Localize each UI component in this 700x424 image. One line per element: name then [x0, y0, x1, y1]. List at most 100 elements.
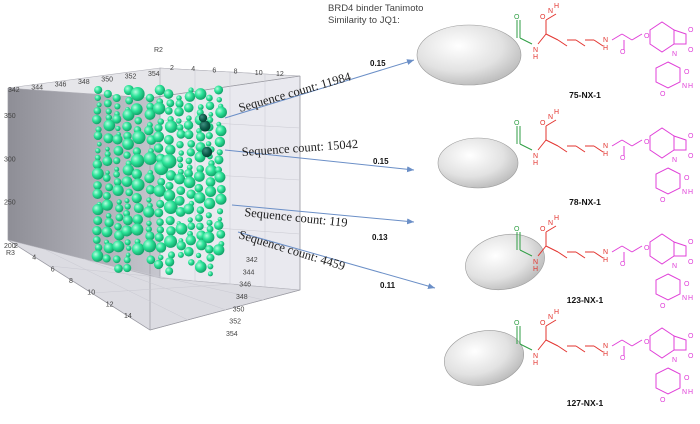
data-point — [215, 125, 227, 137]
data-point — [184, 102, 194, 113]
tick-label: 348 — [236, 294, 248, 301]
data-point — [196, 222, 204, 231]
atom-label: H — [603, 45, 608, 52]
data-point — [205, 177, 216, 187]
data-point — [175, 118, 182, 124]
data-point — [207, 116, 214, 123]
protein-ellipse — [465, 234, 545, 290]
data-point — [103, 133, 114, 144]
atom-label: N — [533, 259, 538, 266]
data-point — [145, 184, 156, 195]
data-point — [196, 165, 204, 173]
tick-label: 12 — [106, 301, 114, 308]
tick-label: 10 — [87, 290, 95, 297]
data-point — [163, 189, 176, 202]
data-point — [176, 129, 186, 139]
data-point — [105, 183, 114, 192]
atom-label: H — [603, 351, 608, 358]
atom-label: H — [603, 151, 608, 158]
data-point — [197, 104, 204, 110]
data-point — [177, 168, 184, 175]
tick-label: 10 — [255, 70, 263, 77]
data-point — [91, 250, 104, 262]
data-point — [105, 146, 110, 152]
data-point — [205, 101, 215, 110]
data-point — [205, 141, 212, 147]
data-point — [112, 184, 124, 197]
data-point — [115, 204, 124, 213]
atom-label: H — [533, 160, 538, 167]
data-point — [102, 254, 111, 263]
data-point — [125, 252, 131, 258]
similarity-value: 0.11 — [380, 281, 396, 290]
data-point — [112, 240, 125, 253]
atom-label: N — [533, 47, 538, 54]
data-point — [157, 118, 165, 125]
data-point — [177, 251, 184, 258]
tick-label: 344 — [243, 269, 255, 276]
data-point — [112, 134, 123, 145]
tick-label: 2 — [14, 243, 18, 250]
data-point — [196, 239, 207, 251]
tick-label: 346 — [239, 282, 251, 289]
r2-axis-label: R2 — [154, 47, 163, 54]
data-point — [93, 107, 102, 115]
atom-label: O — [684, 175, 690, 182]
data-point — [154, 232, 164, 242]
atom-label: O — [660, 197, 666, 204]
data-point — [216, 208, 224, 215]
atom-label: O — [684, 69, 690, 76]
data-point — [165, 181, 174, 191]
data-point — [175, 222, 188, 235]
data-point — [124, 198, 130, 204]
data-point — [206, 219, 213, 226]
atom-label: O — [514, 120, 520, 127]
data-point — [215, 106, 227, 119]
data-point — [208, 112, 214, 117]
protein-ellipse — [444, 330, 524, 386]
data-point — [216, 184, 226, 194]
data-point — [113, 157, 121, 165]
data-point — [104, 217, 114, 228]
data-point — [214, 171, 226, 183]
atom-label: O — [644, 245, 650, 252]
atom-label: O — [688, 47, 694, 54]
data-point — [123, 151, 131, 159]
data-point — [146, 255, 156, 265]
data-point — [164, 257, 175, 267]
tick-label: 8 — [69, 278, 73, 285]
data-point — [92, 236, 101, 244]
annotation-arrow — [237, 231, 436, 289]
tick-label: 4 — [191, 66, 195, 73]
data-point — [207, 271, 213, 277]
atom-label: N — [682, 295, 687, 302]
data-point — [204, 245, 214, 254]
atom-label: O — [620, 355, 626, 362]
data-point — [194, 261, 207, 273]
data-point — [195, 132, 206, 142]
data-point — [186, 164, 193, 171]
data-point — [125, 96, 134, 105]
similarity-value: 0.15 — [370, 59, 386, 68]
atom-label: N — [672, 51, 677, 58]
atom-label: N — [548, 220, 553, 227]
data-point — [156, 199, 165, 209]
compound-name: 78-NX-1 — [569, 197, 601, 207]
data-point — [124, 239, 131, 246]
similarity-value: 0.13 — [372, 233, 388, 242]
data-point — [174, 173, 186, 185]
atom-label: H — [688, 83, 693, 90]
data-point — [146, 197, 152, 203]
data-point — [115, 213, 124, 222]
data-point — [196, 206, 205, 215]
data-point — [115, 125, 121, 132]
data-point — [92, 159, 103, 170]
atom-label: H — [688, 389, 693, 396]
data-point — [164, 234, 178, 248]
data-point — [102, 174, 111, 182]
data-point — [153, 184, 166, 197]
atom-label: H — [533, 360, 538, 367]
